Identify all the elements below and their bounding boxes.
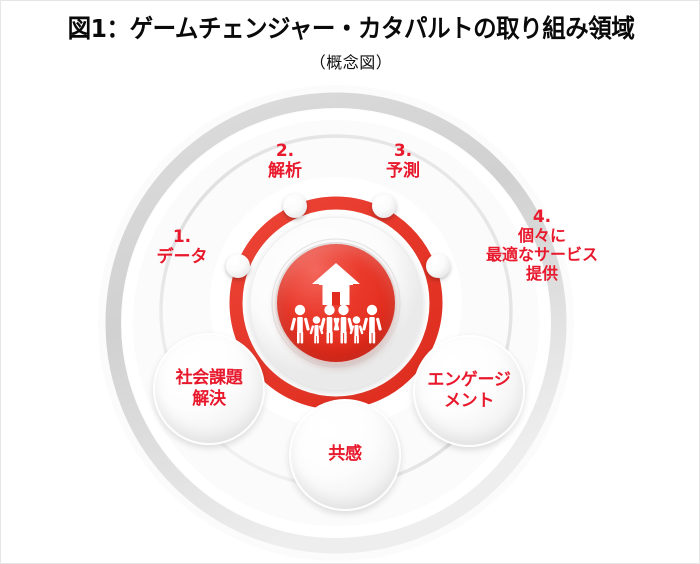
family-and-house-icon (290, 263, 382, 344)
step-2-text: 解析 (268, 161, 302, 182)
bubble-engagement-line-1: エンゲージ (427, 369, 511, 390)
bubble-engagement: エンゲージ メント (413, 335, 525, 447)
step-3-number: 3. (393, 141, 413, 161)
bubble-empathy: 共感 (289, 399, 401, 511)
house-icon (312, 263, 360, 305)
ring-dot-4 (426, 254, 450, 278)
bubble-empathy-line-1: 共感 (328, 444, 362, 465)
step-4-line-1: 個々に (517, 226, 566, 246)
step-3-text: 予測 (386, 161, 420, 182)
step-label-2-analysis: 2. 解析 (230, 141, 340, 181)
bubble-social-issue-solving: 社会課題 解決 (153, 333, 265, 445)
bubble-social-line-1: 社会課題 (175, 367, 243, 388)
ring-dot-2 (283, 194, 307, 218)
bubble-engagement-line-2: メント (443, 391, 495, 411)
center-halo-edge-outer (249, 216, 423, 390)
page-subtitle: （概念図） (309, 52, 393, 72)
step-4-line-3: 提供 (525, 263, 558, 283)
ring-dot-1 (226, 254, 250, 278)
bubble-social-line-2: 解決 (192, 389, 226, 409)
title-block: 図1：ゲームチェンジャー・カタパルトの取り組み領域 （概念図） (1, 14, 699, 73)
step-4-number: 4. (532, 207, 552, 227)
step-label-4-personalized-service: 4. 個々に 最適なサービス 提供 (442, 207, 642, 284)
center-halo-ring (249, 216, 423, 390)
outer-ring (105, 92, 567, 554)
ring-dot-3 (372, 194, 396, 218)
step-1-text: データ (156, 247, 208, 268)
step-2-number: 2. (275, 141, 295, 161)
page-title: 図1：ゲームチェンジャー・カタパルトの取り組み領域 (67, 14, 635, 43)
step-label-1-data: 1. データ (127, 227, 237, 267)
people-icon (290, 304, 382, 344)
step-4-line-2: 最適なサービス (485, 244, 598, 264)
bubble-empathy-label: 共感 (328, 444, 362, 465)
step-label-3-prediction: 3. 予測 (348, 141, 458, 181)
step-1-number: 1. (172, 227, 192, 247)
bubble-social-label: 社会課題 解決 (176, 368, 243, 411)
center-halo-edge (271, 238, 401, 368)
bubble-engagement-label: エンゲージ メント (427, 370, 510, 413)
outer-ring-highlight (121, 108, 551, 538)
